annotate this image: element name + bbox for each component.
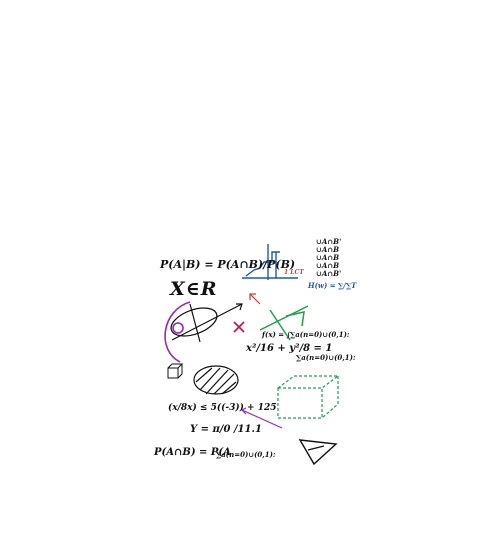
conditional-probability-formula: P(A|B) = P(A∩B)/P(B) — [160, 258, 296, 271]
set-list-item: ∪A∩B' — [316, 237, 342, 246]
small-cube — [167, 363, 184, 379]
triangle — [298, 439, 338, 466]
hatched-ellipse — [193, 365, 239, 395]
real-membership-formula: X∈R — [170, 278, 218, 300]
set-list-item: ∪A∩B — [316, 245, 340, 255]
ellipse-diagram — [170, 303, 243, 343]
y-equation: Y = π/0 /11.1 — [190, 424, 262, 435]
magenta-cross — [233, 321, 245, 333]
summation-formula-1: ∑a(n=0)∪(0,1): — [290, 330, 350, 339]
set-list-item: ∪A∩B — [316, 261, 340, 271]
function-note: f(x) = ∫ — [262, 330, 291, 339]
green-lines — [259, 305, 309, 341]
summation-formula-3: ∑a(n=0)∪(0,1): — [216, 450, 276, 459]
red-arrow — [249, 293, 261, 305]
set-list-item: ∪A∩B' — [316, 269, 342, 279]
doodle-drawing — [164, 244, 340, 466]
green-dashed-box — [277, 375, 340, 419]
magenta-arc — [164, 301, 191, 363]
inequality-formula: (x/8x) ≤ 5((-3)) + 125 — [168, 403, 277, 413]
set-list-item: ∪A∩B — [316, 253, 340, 263]
red-note: 1 LCT — [284, 269, 304, 276]
blue-graph — [242, 244, 298, 280]
summation-formula-2: ∑a(n=0)∪(0,1): — [296, 353, 356, 362]
purple-arrow — [240, 407, 283, 429]
math-doodle-sheet: P(A|B) = P(A∩B)/P(B) X∈R x²/16 + y²/8 = … — [150, 232, 356, 476]
intersection-formula: P(A∩B) = P(A — [154, 447, 231, 458]
blue-note: H(w) = ∑/∑T — [308, 281, 357, 290]
set-list: ∪A∩B' ∪A∩B ∪A∩B ∪A∩B ∪A∩B' — [316, 237, 342, 279]
ellipse-equation: x²/16 + y²/8 = 1 — [246, 343, 333, 354]
